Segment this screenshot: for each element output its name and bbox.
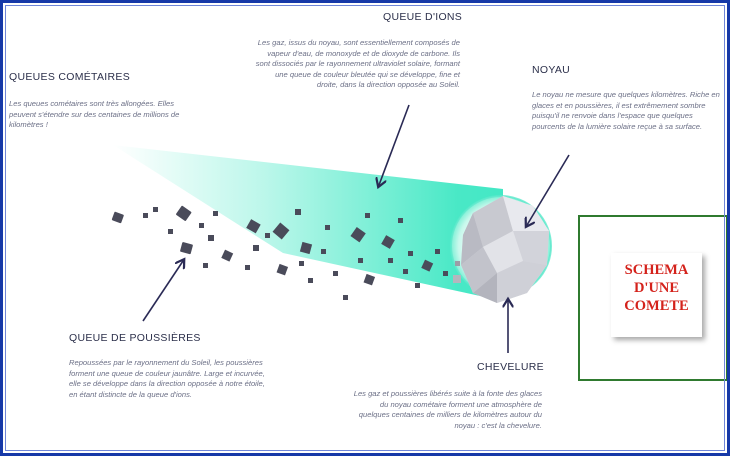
- arrow-noyau: [527, 154, 570, 225]
- dust-particle: [176, 205, 192, 221]
- dust-particle: [333, 271, 338, 276]
- label-queue-ions-title: QUEUE D'IONS: [383, 11, 463, 23]
- dust-particle: [246, 219, 261, 234]
- dust-particle: [168, 229, 173, 234]
- label-chevelure-title: CHEVELURE: [477, 361, 544, 373]
- label-queue-poussieres-title: QUEUE DE POUSSIÈRES: [69, 332, 201, 344]
- label-noyau-text: Le noyau ne mesure que quelques kilomètr…: [532, 90, 720, 131]
- dust-particle: [381, 235, 395, 249]
- dust-particle: [208, 235, 214, 241]
- dust-particle: [199, 223, 204, 228]
- dust-particle: [421, 259, 434, 272]
- dust-particle: [111, 211, 124, 224]
- title-box: SCHEMA D'UNE COMETE: [578, 215, 727, 381]
- dust-particle: [365, 213, 370, 218]
- arrow-queue-ions: [379, 104, 410, 185]
- dust-particle: [153, 207, 158, 212]
- diagram-title: SCHEMA D'UNE COMETE: [624, 262, 689, 314]
- dust-particle: [435, 249, 440, 254]
- dust-particle: [453, 275, 461, 283]
- dust-particle: [276, 263, 289, 276]
- arrow-queue-poussieres: [142, 261, 183, 322]
- dust-particle: [180, 242, 193, 255]
- dust-particle: [299, 261, 304, 266]
- dust-particle: [403, 269, 408, 274]
- label-queue-ions-text: Les gaz, issus du noyau, sont essentiell…: [255, 38, 460, 90]
- label-chevelure-text: Les gaz et poussières libérés suite à la…: [353, 389, 542, 430]
- dust-particle: [325, 225, 330, 230]
- title-card: SCHEMA D'UNE COMETE: [611, 253, 702, 337]
- label-queue-poussieres-text: Repoussées par le rayonnement du Soleil,…: [69, 358, 265, 399]
- label-queues-cometaires-text: Les queues cométaires sont très allongée…: [9, 99, 180, 130]
- dust-particle: [455, 261, 460, 266]
- dust-particle: [443, 271, 448, 276]
- dust-particle: [388, 258, 393, 263]
- comet-illustration: [111, 104, 570, 353]
- dust-particle: [299, 241, 313, 255]
- label-noyau-title: NOYAU: [532, 64, 571, 76]
- dust-particle: [363, 273, 376, 286]
- dust-particle: [408, 251, 413, 256]
- dust-particle: [253, 245, 259, 251]
- dust-particle: [213, 211, 218, 216]
- dust-particle: [415, 283, 420, 288]
- dust-particles: [111, 205, 461, 300]
- dust-particle: [308, 278, 313, 283]
- dust-particle: [265, 233, 270, 238]
- dust-particle: [272, 222, 290, 240]
- dust-particle: [221, 249, 234, 262]
- dust-particle: [245, 265, 250, 270]
- label-queues-cometaires-title: QUEUES COMÉTAIRES: [9, 71, 131, 83]
- ion-tail: [113, 145, 503, 301]
- dust-particle: [203, 263, 208, 268]
- dust-particle: [343, 295, 348, 300]
- dust-particle: [358, 258, 363, 263]
- dust-particle: [321, 249, 326, 254]
- dust-particle: [350, 227, 366, 243]
- dust-particle: [398, 218, 403, 223]
- dust-particle: [295, 209, 301, 215]
- dust-particle: [143, 213, 148, 218]
